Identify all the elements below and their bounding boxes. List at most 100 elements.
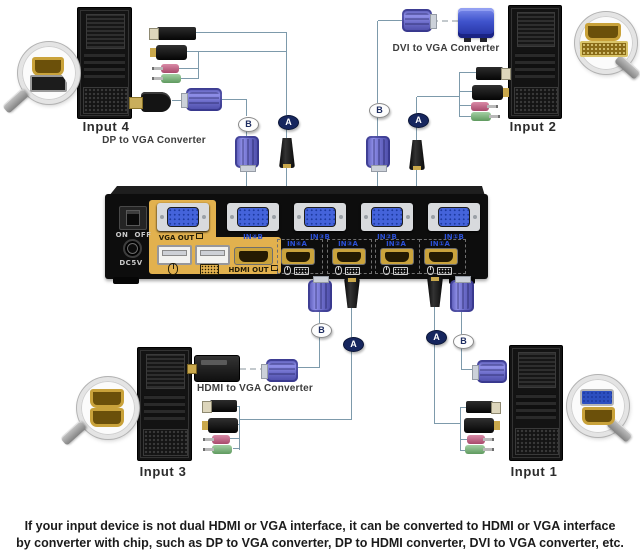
wire (196, 32, 287, 33)
vga-out-text: VGA OUT (158, 234, 195, 242)
hdmi-cable (202, 418, 238, 433)
tower-frame (80, 10, 129, 116)
usb-cable (202, 400, 237, 413)
vga-connector (366, 136, 390, 172)
vga-connector (181, 88, 222, 111)
wire (416, 97, 417, 113)
keyboard-icon (294, 267, 309, 275)
mouse-icon (383, 266, 390, 275)
tower-psu-grille (143, 428, 188, 456)
audio-jack-green (471, 112, 500, 121)
dp-converter-label: DP to VGA Converter (102, 135, 206, 146)
tower-psu-grille (515, 428, 559, 456)
wire (246, 129, 247, 137)
wire (222, 99, 247, 100)
vga-in-port-3 (294, 203, 346, 231)
hdmi-port-icon (585, 23, 621, 41)
vga-connector (450, 276, 474, 312)
vga-connector (402, 9, 437, 32)
display-icon (196, 233, 204, 239)
wire (198, 52, 199, 79)
wire (180, 78, 199, 79)
hdmi-in-label-4: IN④A (287, 240, 307, 248)
dvi-port-icon (580, 41, 628, 57)
magnifier-handle (60, 420, 87, 446)
wire (459, 116, 471, 117)
wire (351, 349, 352, 420)
wire (434, 342, 435, 424)
wire (434, 423, 461, 424)
computer-tower-input3 (137, 347, 192, 461)
hdmi-connector (427, 277, 443, 307)
hdmi-port-icon (90, 408, 124, 427)
marker-a: A (426, 330, 447, 345)
wire (377, 116, 378, 136)
marker-a: A (343, 337, 364, 352)
marker-b: B (238, 117, 259, 132)
wire (172, 100, 186, 101)
wire (416, 170, 417, 200)
hdmi-connector (344, 278, 360, 308)
wire (186, 51, 287, 52)
magnifier-input4 (18, 42, 80, 104)
wire (417, 96, 460, 97)
switch-foot (113, 277, 139, 284)
tower-slots (516, 393, 556, 419)
hdmi-connector (409, 140, 425, 170)
marker-b: B (311, 323, 332, 338)
kvm-switch-top (109, 186, 485, 196)
wire (461, 312, 462, 334)
usb-port-keyboard (195, 245, 230, 265)
marker-a: A (408, 113, 429, 128)
wire (246, 100, 247, 116)
audio-jack-pink (467, 435, 494, 444)
wire (434, 307, 435, 330)
audio-jack-pink (203, 435, 230, 444)
keyboard-icon (345, 267, 360, 275)
input2-label: Input 2 (509, 119, 557, 134)
wire (246, 168, 247, 200)
vga-out-port (157, 203, 209, 231)
vga-connector (261, 359, 298, 382)
hdmi-to-vga-converter (187, 355, 240, 382)
usb-port-mouse (157, 245, 192, 265)
tower-vent (517, 11, 555, 48)
vga-in-label-4: IN④B (243, 233, 263, 241)
wire (178, 68, 199, 69)
tower-slots (515, 53, 555, 78)
hdmi-in-label-1: IN①A (430, 240, 450, 248)
wire (377, 21, 378, 103)
marker-a: A (278, 115, 299, 130)
power-off-label: OFF (134, 231, 152, 239)
wire (459, 72, 477, 73)
tower-vent (146, 353, 185, 390)
wire (460, 407, 461, 451)
hdmi-out-text: HDMI OUT (228, 266, 269, 274)
wire (228, 438, 239, 439)
audio-jack-green (465, 445, 494, 454)
mouse-icon (284, 266, 291, 275)
tower-frame (512, 348, 560, 458)
vga-in-label-1: IN①B (444, 233, 464, 241)
audio-jack-pink (152, 64, 179, 73)
hdmi-out-port (234, 247, 273, 265)
footer-note: If your input device is not dual HDMI or… (0, 518, 640, 552)
hdmi-converter-label: HDMI to VGA Converter (196, 383, 314, 394)
dashed-wire (240, 368, 266, 370)
wire (351, 308, 352, 337)
tower-psu-grille (514, 86, 558, 114)
wire (459, 91, 472, 92)
vga-connector (235, 136, 259, 172)
wire (319, 312, 320, 323)
hdmi-cable (150, 45, 187, 60)
wire (286, 33, 287, 115)
wire (377, 168, 378, 200)
hdmi-in-label-3: IN③A (338, 240, 358, 248)
audio-jack-green (203, 445, 232, 454)
vga-out-label: VGA OUT (151, 233, 211, 242)
tower-slots (144, 395, 185, 420)
hdmi-in-label-2: IN②A (386, 240, 406, 248)
power-switch[interactable] (119, 206, 147, 230)
dashed-wire (432, 20, 458, 22)
